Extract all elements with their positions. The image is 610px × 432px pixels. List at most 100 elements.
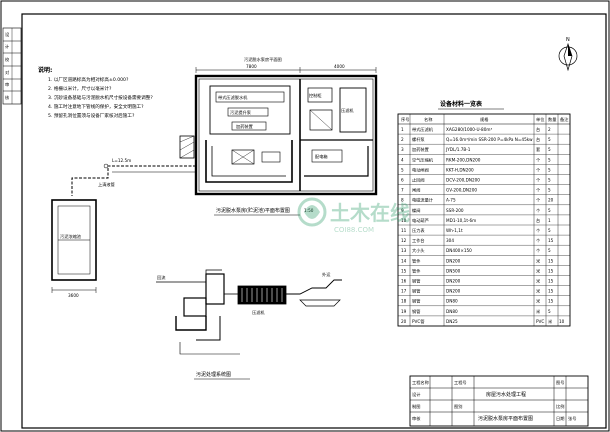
materials-cell-r15-c4: 米 — [536, 267, 541, 274]
materials-cell-r13-c1: 13 — [401, 248, 407, 253]
materials-cell-r5-c1: 5 — [401, 167, 404, 172]
materials-cell-r14-c1: 14 — [401, 258, 407, 263]
plan-drawing: 污泥脱水泵房平面图 7800 4000 带式压滤脱水机 污泥提升泵 加药装置 控… — [51, 56, 378, 298]
plan-caption: 污泥脱水泵房(贮泥池)平面布置图 — [216, 207, 290, 214]
sheet-inner-border — [21, 13, 607, 429]
materials-cell-r17-c5: 15 — [548, 289, 554, 294]
materials-cell-r16-c3: DN200 — [446, 279, 461, 284]
materials-cell-r3-c1: 3 — [401, 147, 404, 152]
materials-cell-r5-c5: 5 — [548, 167, 551, 172]
notes-title: 说明: — [38, 66, 52, 74]
materials-cell-r4-c3: RKM-200,DN200 — [446, 157, 481, 162]
plan-inner-label-6: 配电箱 — [315, 153, 328, 160]
tb-label-left-2: 设计 — [412, 391, 420, 398]
plan-pipe-label-2: 上清液管 — [98, 181, 115, 188]
tb-label-left-1: 工程名称 — [412, 379, 429, 386]
plan-caption-scale: 1:50 — [304, 208, 314, 213]
materials-title: 设备材料一览表 — [440, 100, 483, 108]
materials-cell-r7-c3: GV-200,DN200 — [446, 188, 477, 193]
materials-header-6: 备注 — [560, 116, 569, 123]
materials-cell-r8-c4: 个 — [536, 198, 541, 203]
materials-cell-r1-c1: 1 — [401, 127, 404, 132]
tb-small-label-3: 张号 — [568, 415, 576, 422]
materials-header-4: 单位 — [536, 116, 544, 123]
note-line-3: 3. 沉砂设备基础与污泥脱水机尺寸按设备需要调整? — [48, 94, 153, 101]
materials-cell-r8-c2: 电磁流量计 — [412, 197, 433, 204]
north-arrow: N — [558, 37, 578, 72]
materials-cell-r13-c2: 大小头 — [412, 247, 425, 254]
tb-label-left-3: 制图 — [412, 403, 420, 410]
materials-cell-r14-c5: 15 — [548, 258, 554, 263]
margin-label-4: 对 — [5, 69, 9, 75]
materials-cell-r13-c4: 个 — [536, 248, 541, 253]
materials-cell-r14-c3: DN200 — [446, 258, 461, 263]
note-line-1: 1. 以厂区道路标高为相对标高±0.000? — [48, 76, 129, 83]
materials-cell-r4-c1: 4 — [401, 157, 404, 162]
materials-cell-r2-c5: 5 — [548, 137, 551, 142]
margin-label-3: 校 — [5, 56, 10, 63]
materials-cell-r1-c2: 带式压滤机 — [412, 126, 434, 133]
materials-cell-r10-c2: 电动葫芦 — [412, 217, 429, 224]
materials-cell-r2-c3: Q=16.0m³/min SSR-200 P=4kPa N=45kw — [446, 137, 533, 142]
plan-pipe-label: L=12.5m — [112, 158, 131, 163]
materials-cell-r3-c5: 5 — [548, 147, 551, 152]
materials-cell-r1-c4: 台 — [536, 126, 540, 133]
tb-label-right-3: 日期 — [556, 416, 564, 422]
margin-label-5: 审 — [5, 81, 9, 88]
materials-cell-r3-c4: 套 — [536, 146, 541, 153]
materials-cell-r12-c2: 工作台 — [412, 237, 425, 244]
title-block: 工程名称 设计 制图 审核 工程号 图别 房屋污水处理工程 污泥脱水泵房平面布置… — [409, 375, 589, 427]
plan-inner-label-3: 加药装置 — [236, 123, 253, 130]
tb-drawing: 污泥脱水泵房平面布置图 — [478, 415, 533, 422]
materials-cell-r15-c1: 15 — [401, 268, 407, 273]
materials-cell-r6-c5: 5 — [548, 178, 551, 183]
materials-cell-r18-c4: 米 — [536, 298, 541, 305]
materials-cell-r17-c1: 17 — [401, 289, 407, 294]
materials-cell-r10-c4: 台 — [536, 217, 540, 224]
materials-header-1: 序号 — [401, 116, 409, 123]
materials-cell-r11-c5: 5 — [548, 228, 551, 233]
plan-dim-2: 4000 — [334, 64, 345, 69]
process-label-right: 外运 — [322, 271, 331, 278]
plan-header-label: 污泥脱水泵房平面图 — [244, 56, 282, 63]
watermark-en: COI88.COM — [334, 226, 374, 234]
materials-cell-r3-c2: 加药装置 — [412, 146, 429, 153]
materials-cell-r14-c2: 管件 — [412, 257, 420, 264]
materials-cell-r19-c1: 19 — [401, 309, 407, 314]
materials-cell-r16-c4: 米 — [536, 278, 541, 285]
materials-cell-r9-c1: 9 — [401, 208, 404, 213]
margin-stamp-strip: 设 计 校 对 审 核 — [2, 27, 22, 105]
materials-cell-r10-c5: 1 — [548, 218, 551, 223]
equipment-press-frame — [209, 85, 291, 135]
materials-cell-r9-c4: 个 — [536, 208, 541, 213]
materials-cell-r9-c2: 蝶阀 — [412, 207, 420, 214]
tb-small-label-2: 图别 — [454, 403, 462, 410]
materials-cell-r17-c3: DN200 — [446, 289, 461, 294]
materials-cell-r1-c3: XAG280/1000-U-80m³ — [446, 127, 492, 132]
materials-cell-r8-c1: 8 — [401, 198, 404, 203]
process-tank-2 — [205, 273, 225, 305]
process-diagram: 回流 外运 压滤机 污泥处理系统图 — [156, 269, 342, 380]
materials-cell-r14-c4: 米 — [536, 257, 541, 264]
materials-cell-r12-c5: 15 — [548, 238, 554, 243]
tb-label-right-2: 比例 — [556, 403, 564, 410]
materials-header-2: 名称 — [424, 116, 432, 123]
materials-cell-r9-c5: 5 — [548, 208, 551, 213]
materials-cell-r7-c4: 个 — [536, 188, 541, 193]
materials-cell-r19-c4: 米 — [536, 308, 541, 315]
plan-inner-label-5: 压滤机 — [341, 107, 354, 114]
plan-inner-label-2: 污泥提升泵 — [230, 109, 251, 116]
materials-cell-r19-c2: 钢管 — [412, 308, 420, 315]
materials-cell-r13-c5: 5 — [548, 248, 551, 253]
materials-cell-r6-c2: 止回阀 — [412, 177, 425, 184]
materials-cell-r15-c5: 15 — [548, 268, 554, 273]
materials-header-3: 规格 — [480, 116, 489, 123]
tb-label-right-1: 图号 — [556, 380, 564, 386]
materials-cell-r17-c4: 米 — [536, 288, 541, 295]
materials-cell-r20-c6: 10 — [559, 319, 565, 324]
note-line-5: 5. 预留孔洞位置须与设备厂家核对后施工? — [48, 112, 135, 119]
materials-cell-r3-c3: JYDL/1.7B-1 — [445, 147, 471, 152]
materials-cell-r18-c5: 15 — [548, 299, 554, 304]
north-label: N — [566, 37, 570, 43]
